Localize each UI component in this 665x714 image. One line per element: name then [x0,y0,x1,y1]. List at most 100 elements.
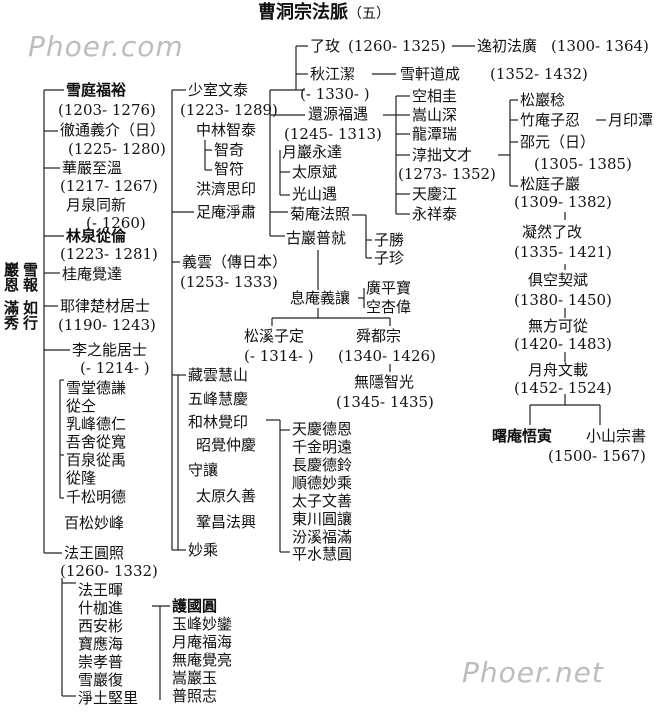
node-shunde: 順德妙乘 [292,474,353,492]
node-chongxiao: 崇孝普 [78,653,124,671]
node-guyan: 古巖普就 [286,229,347,247]
node-songyanyu: 嵩巖玉 [172,669,218,687]
node-xueting-years: (1203- 1276) [58,101,156,119]
node-tianqing-de: 天慶德恩 [292,420,353,438]
node-yuequan-name: 月泉同新 [66,196,127,214]
node-huanyuan-name: 還源福遇 [308,105,369,123]
node-yiyun-years: (1253- 1333) [180,273,278,291]
node-conglong: 從隆 [66,469,97,487]
node-shaoyuan-name: 邵元（日） [520,133,596,151]
node-xuexuan-name: 雪軒道成 [400,65,461,83]
node-xiaoshan-years: (1500- 1567) [548,447,646,465]
node-baiquan: 百泉從禹 [66,451,127,469]
node-huayan-years: (1217- 1267) [60,177,158,195]
node-qiujiang-years: (- 1330- ) [300,85,370,103]
node-zhonglin: 中林智泰 [196,121,257,139]
node-xueting-name: 雪庭福裕 [66,81,127,99]
node-yelu-years: (1190- 1243) [58,316,156,334]
node-cangyun: 藏雲慧山 [188,366,249,384]
node-dongchuan: 東川圓讓 [292,510,353,528]
node-kongxiang: 空相圭 [412,87,458,105]
chart-title: 曹洞宗法脈（五） [258,4,390,23]
node-taiyuanbin: 太原斌 [292,163,338,181]
node-huanyuan-years: (1245- 1313) [284,125,382,143]
node-qiujiang-name: 秋江潔 [310,65,356,83]
node-guangshan: 光山遇 [292,185,338,203]
node-longtan: 龍潭瑞 [412,125,458,143]
node-tianqingjiang: 天慶江 [412,185,458,203]
node-yongxiang: 永祥泰 [412,205,458,223]
node-zhiqi: 智奇 [214,141,245,159]
node-huguo: 護國圓 [172,597,218,615]
title-number: （五） [348,6,390,22]
node-zhuan: 竹庵子忍 [520,111,581,129]
node-pingshui: 平水慧圓 [292,545,353,563]
node-jingtu: 淨土堅里 [78,689,139,707]
node-zhifu: 智符 [214,160,245,178]
node-yuezhou-name: 月舟文載 [528,361,589,379]
title-text: 曹洞宗法脈 [258,2,348,23]
node-fawang-name: 法王圓照 [64,544,125,562]
node-congquan: 從仝 [66,397,97,415]
node-yiyun-name: 義雲（傳日本） [182,253,288,271]
node-songyan: 松巖稔 [520,91,566,109]
node-taizi: 太子文善 [292,492,353,510]
node-yueyin: 月印潭 [608,111,654,129]
node-wuyin-name: 無隱智光 [354,373,415,391]
node-fawanghui: 法王暉 [78,581,124,599]
node-qiansong: 千松明德 [66,488,127,506]
node-songxi-name: 松溪子定 [244,327,305,345]
node-baisong: 百松妙峰 [64,514,125,532]
watermark-top: Phoer.com [28,30,184,63]
node-wushe: 吾舍從寬 [66,433,127,451]
node-xian-name: 息庵義讓 [290,289,351,307]
node-yueyan: 月巖永達 [282,143,343,161]
node-songting-years: (1309- 1382) [514,193,612,211]
node-hongji: 洪濟思印 [196,180,257,198]
node-xuexuan-years: (1352- 1432) [490,65,588,83]
node-wufang-name: 無方可從 [528,317,589,335]
node-wuyin-years: (1345- 1435) [336,393,434,411]
node-miaocheng: 妙乘 [188,541,219,559]
node-songxi-years: (- 1314- ) [244,347,314,365]
node-liaomei-years: (1260- 1325) [348,37,446,55]
sidebar-col-2: 巖恩 [2,262,20,292]
node-yuequan-years: (- 1260) [86,214,146,232]
node-gongchang: 鞏昌法興 [196,513,257,531]
node-shaoyuan-years: (1305- 1385) [534,155,632,173]
node-xian-bin: 西安彬 [78,617,124,635]
node-yuezhou-years: (1452- 1524) [514,379,612,397]
sidebar-col-4: 滿秀 [2,300,20,330]
node-lizhineng-name: 李之能居士 [72,341,148,359]
node-ningran-years: (1335- 1421) [514,243,612,261]
node-yufeng: 玉峰妙鑾 [172,615,233,633]
node-chetong-name: 徹通義介（日） [60,121,166,139]
node-wuyun: 無庵覺亮 [172,651,233,669]
node-helin: 和林覺印 [188,413,249,431]
node-songshen: 嵩山深 [412,106,458,124]
node-jukong-years: (1380- 1450) [514,291,612,309]
node-linquan-name: 林泉從倫 [66,227,127,245]
node-xueyanfu: 雪巖復 [78,671,124,689]
node-wufeng: 五峰慧慶 [188,390,249,408]
node-juean: 菊庵法照 [290,205,351,223]
node-wufang-years: (1420- 1483) [514,335,612,353]
node-baoying: 寶應海 [78,635,124,653]
node-changqing: 長慶德鈴 [292,456,353,474]
watermark-bottom: Phoer.net [462,656,604,689]
node-chunzhuo-years: (1273- 1352) [398,165,496,183]
sidebar-col-3: 如行 [21,300,39,330]
node-shundu-years: (1340- 1426) [338,347,436,365]
node-rufeng: 乳峰德仁 [66,415,127,433]
node-chunzhuo-name: 淳拙文才 [412,146,473,164]
node-zhaojue: 昭覺仲慶 [196,436,257,454]
node-lizhineng-years: (- 1214- ) [80,359,150,377]
node-qianjin: 千金明遠 [292,438,353,456]
node-taiyuan: 太原久善 [196,487,257,505]
node-fenxi: 汾溪福滿 [292,528,353,546]
node-huayan-name: 華嚴至溫 [62,159,123,177]
node-shundu-name: 舜都宗 [356,327,402,345]
node-xiaoshan-name: 小山宗書 [586,427,647,445]
node-shuan-name: 曙庵悟寅 [492,427,553,445]
